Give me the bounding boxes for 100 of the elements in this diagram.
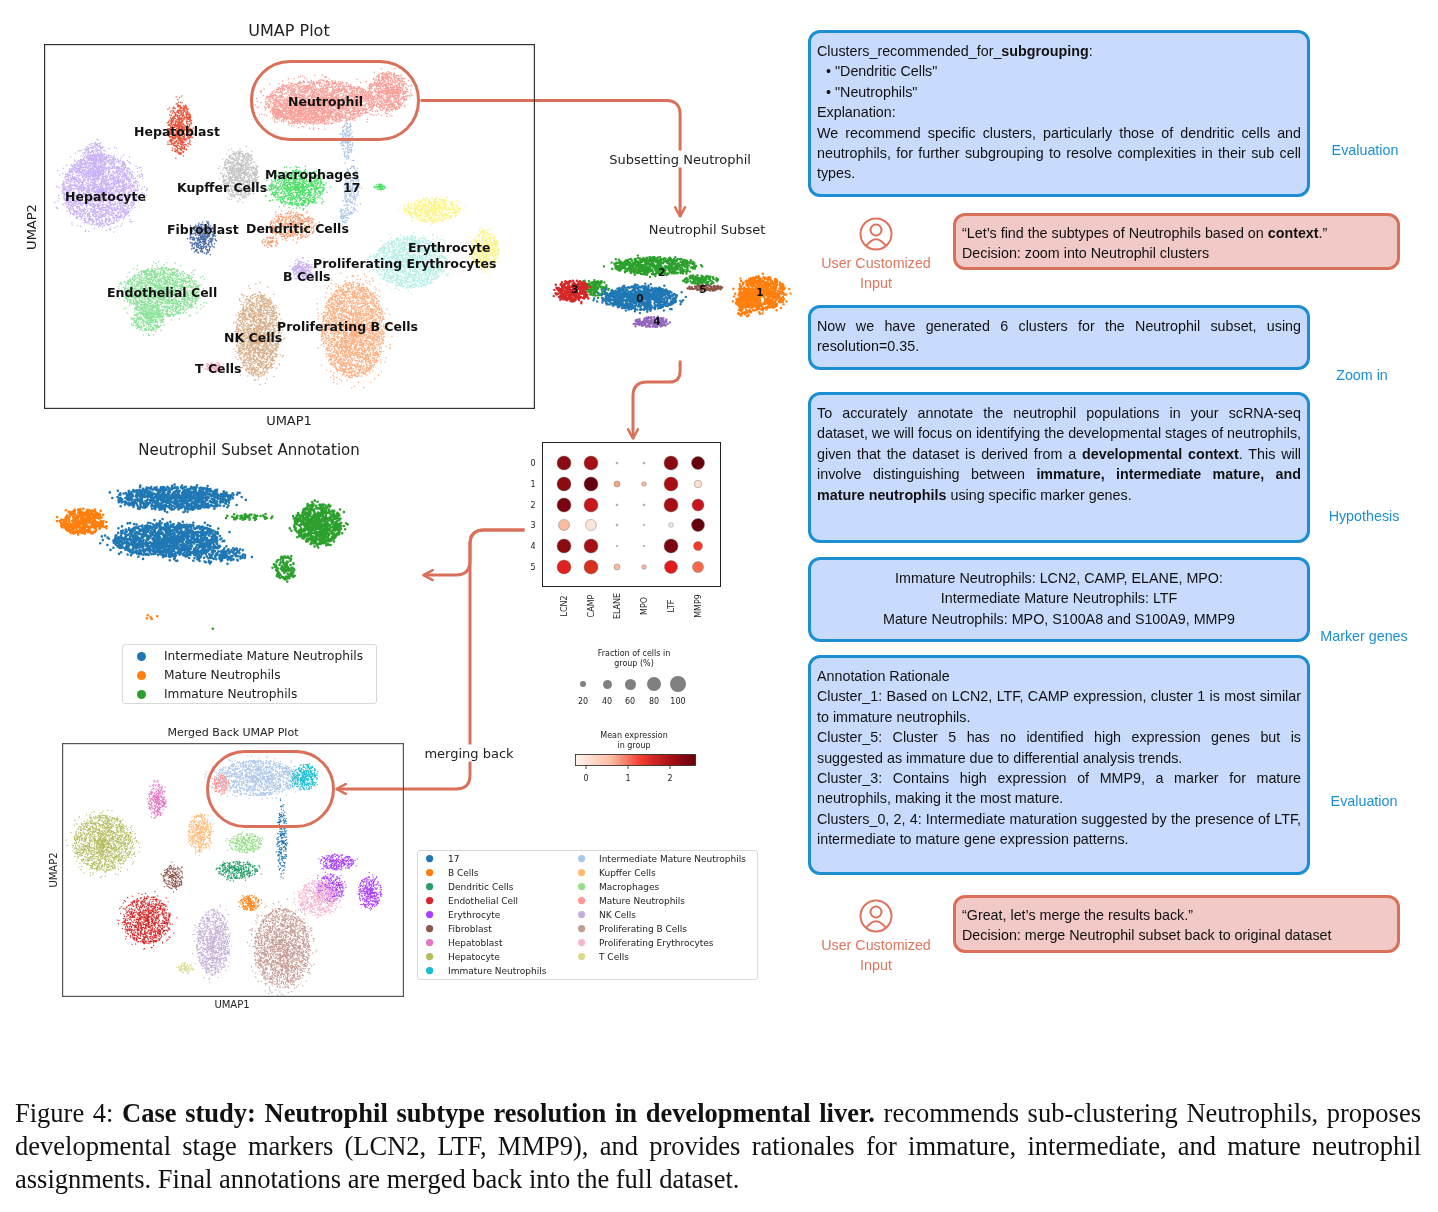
legend-label: T Cells [599, 952, 629, 962]
legend-title: Mean expression in group [599, 731, 669, 751]
arrow [335, 528, 525, 796]
message-text: Cluster_3: Contains high expression of MMP9, a marker for mature neutrophils, making it the most mature. [817, 769, 1301, 809]
tick-label: 60 [624, 696, 636, 706]
tick-label: LTF [666, 599, 676, 613]
message-text: We recommend specific clusters, particularly those of dendritic cells and neutrophils, for further subgrouping to resolve complexities in their sub cell types. [817, 123, 1301, 184]
tick-label: 80 [648, 696, 660, 706]
legend-label: Hepatocyte [448, 952, 500, 962]
message-text: To accurately annotate the neutrophil populations in your scRNA-seq dataset, we will focus on identifying the developmental stages of neutrophils, given that the dataset is derived from a developmental context. This will involve distinguishing between immature, intermediate mature, and mature neutrophils using specific marker genes. [817, 404, 1301, 505]
tick-label: 1 [530, 479, 536, 489]
axis-label: UMAP2 [47, 852, 59, 888]
message-text: • "Dendritic Cells" [825, 62, 939, 82]
tick-label: 3 [530, 520, 536, 530]
cluster-label: Proliferating B Cells [277, 318, 418, 334]
legend-label: Macrophages [599, 882, 660, 892]
tick-label: CAMP [586, 594, 596, 618]
input-label: User Customized Input [820, 254, 932, 293]
message-text: “Let’s find the subtypes of Neutrophils based on context.” [962, 224, 1329, 243]
legend-label: Erythrocyte [448, 910, 501, 920]
tick-label: 0 [530, 458, 536, 468]
tick-label: 4 [530, 541, 536, 551]
message-box [808, 392, 1310, 543]
message-text: Clusters_0, 2, 4: Intermediate maturation suggested by the presence of LTF, intermediate to mature gene expression patterns. [817, 809, 1301, 850]
legend-label: Mature Neutrophils [164, 668, 281, 682]
cluster-label: B Cells [283, 268, 331, 284]
message-text: “Great, let’s merge the results back.” [962, 906, 1194, 925]
cluster-label: Proliferating Erythrocytes [313, 255, 497, 271]
message-box [808, 655, 1310, 875]
prompt-box [953, 895, 1400, 953]
cluster-number: 1 [756, 286, 764, 298]
legend-label: Intermediate Mature Neutrophils [164, 649, 363, 663]
message-box [808, 30, 1310, 197]
highlight-outline [206, 750, 335, 828]
cluster-label: T Cells [195, 360, 242, 376]
caption: Figure 4: Case study: Neutrophil subtype resolution in developmental liver. recommends sub-clustering Neutrophils, proposes developmental stage markers (LCN2, LTF, MMP9), and provides rationales for immature, intermediate, and mature neutrophil assignments. Final annotations are merged back into the full dataset. [15, 1097, 1421, 1196]
cluster-number: 4 [653, 315, 661, 327]
legend-label: Proliferating B Cells [599, 924, 688, 934]
legend-label: Immature Neutrophils [164, 687, 298, 701]
plot-title: UMAP Plot [248, 20, 330, 40]
tick-label: 100 [670, 696, 686, 706]
legend-label: Mature Neutrophils [599, 896, 686, 906]
legend-label: Kupffer Cells [599, 868, 656, 878]
plot-title: Neutrophil Subset [648, 221, 766, 237]
plot-title: Merged Back UMAP Plot [167, 725, 299, 739]
tick-label: ELANE [612, 592, 622, 620]
legend-label: Fibroblast [448, 924, 492, 934]
message-box [808, 305, 1310, 370]
cluster-label: 17 [343, 179, 361, 195]
step-label: Evaluation [1331, 142, 1399, 158]
message-box [808, 557, 1310, 642]
message-text: • "Neutrophils" [825, 82, 919, 102]
cluster-label: Kupffer Cells [177, 179, 268, 195]
message-text: Decision: zoom into Neutrophil clusters [962, 244, 1211, 264]
message-text: Immature Neutrophils: LCN2, CAMP, ELANE, MPO: [894, 569, 1224, 588]
message-text: Annotation Rationale [817, 667, 951, 686]
message-text: Now we have generated 6 clusters for the Neutrophil subset, using resolution=0.35. [817, 317, 1301, 357]
step-label: Marker genes [1320, 628, 1408, 644]
arrow [420, 99, 687, 218]
legend-label: Immature Neutrophils [448, 966, 547, 976]
tick-label: 40 [601, 696, 613, 706]
message-text: Decision: merge Neutrophil subset back to original dataset [962, 926, 1333, 946]
step-label: Hypothesis [1328, 508, 1400, 524]
legend-label: B Cells [448, 868, 479, 878]
cluster-label: Hepatocyte [65, 188, 146, 204]
legend-label: Intermediate Mature Neutrophils [599, 854, 746, 864]
tick-label: MMP9 [693, 594, 703, 618]
step-label: Evaluation [1330, 793, 1398, 809]
highlight-outline [250, 60, 420, 141]
tick-label: 20 [577, 696, 589, 706]
tick-label: MPO [639, 597, 649, 615]
legend-title: Fraction of cells in group (%) [596, 649, 672, 669]
message-text: Cluster_5: Cluster 5 has no identified high expression genes but is suggested as immature due to differential analysis trends. [817, 728, 1301, 768]
legend-label: Dendritic Cells [448, 882, 514, 892]
cluster-label: Dendritic Cells [246, 220, 349, 236]
message-text: Clusters_recommended_for_subgrouping: [817, 42, 1094, 61]
input-label: User Customized Input [820, 936, 932, 975]
axis-label: UMAP1 [214, 998, 250, 1010]
axis-label: UMAP1 [266, 412, 312, 428]
legend-label: Hepatoblast [448, 938, 503, 948]
cluster-label: Endothelial Cell [107, 284, 218, 300]
legend-label: Endothelial Cell [448, 896, 519, 906]
message-text: Mature Neutrophils: MPO, S100A8 and S100A9, MMP9 [881, 609, 1236, 629]
message-text: Explanation: [817, 103, 897, 123]
cluster-label: Neutrophil [288, 93, 363, 109]
tick-label: LCN2 [559, 595, 569, 617]
legend-label: Proliferating Erythrocytes [599, 938, 714, 948]
prompt-box [953, 213, 1400, 270]
message-text: Intermediate Mature Neutrophils: LTF [939, 589, 1179, 609]
cluster-label: Erythrocyte [408, 239, 491, 255]
cluster-number: 3 [571, 283, 579, 295]
legend-label: NK Cells [599, 910, 636, 920]
message-text: Cluster_1: Based on LCN2, LTF, CAMP expression, cluster 1 is most similar to immature neutrophils. [817, 687, 1301, 727]
tick-label: 2 [530, 500, 536, 510]
plot-title: Neutrophil Subset Annotation [138, 441, 360, 459]
axis-label: UMAP2 [23, 204, 39, 250]
cluster-number: 0 [636, 292, 644, 304]
tick-label: 5 [530, 562, 536, 572]
step-label: Zoom in [1336, 367, 1388, 383]
legend-label: 17 [448, 854, 460, 864]
